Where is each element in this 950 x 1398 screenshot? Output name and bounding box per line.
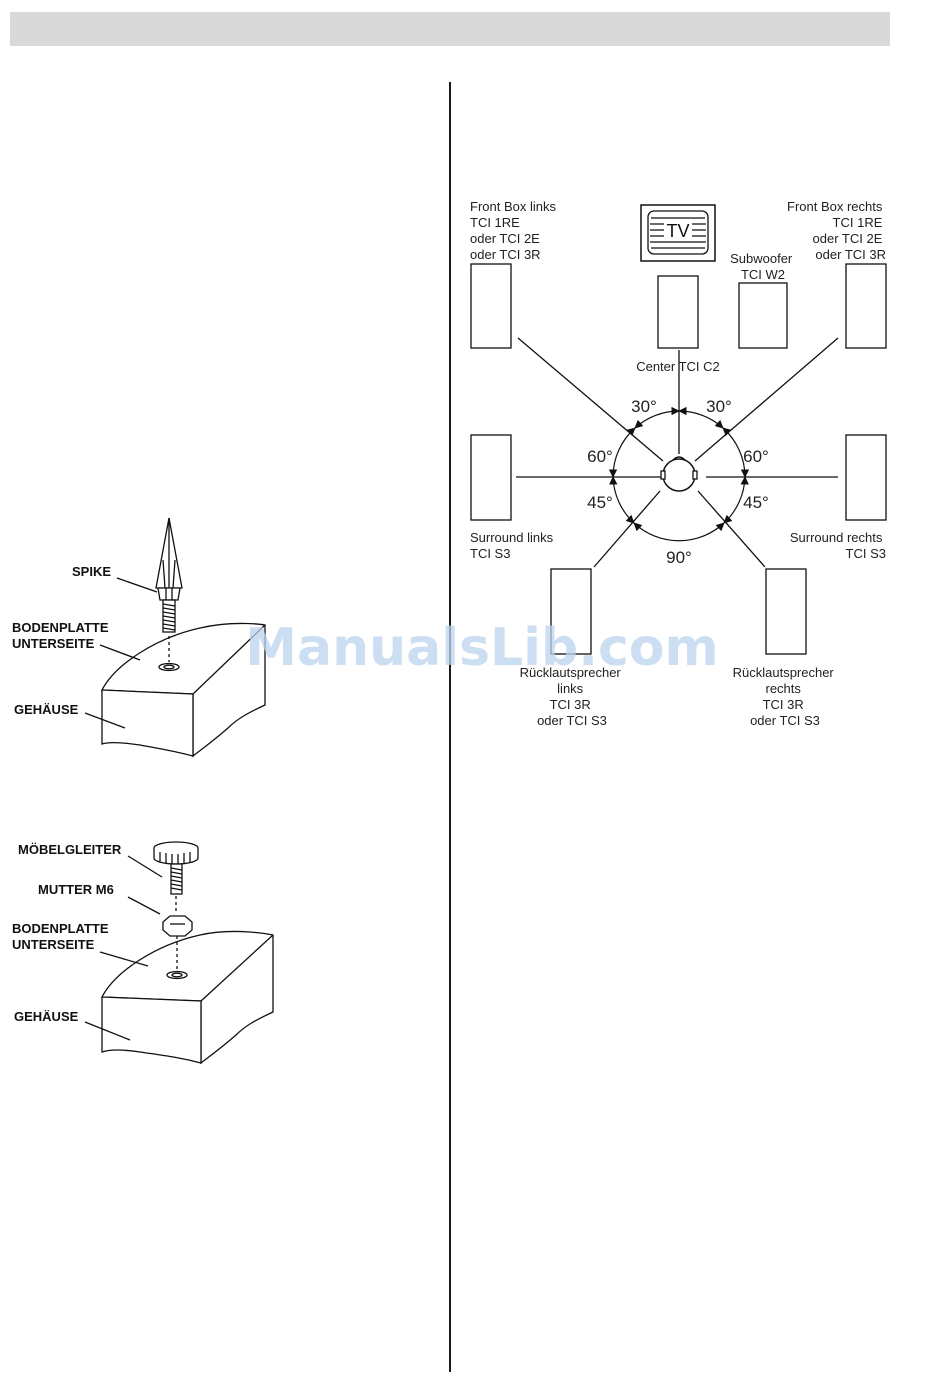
angle-arcs (608, 406, 750, 542)
spike-figure (84, 517, 266, 758)
watermark: ManualsLib.com (245, 618, 718, 678)
spike-housing-label: GEHÄUSE (14, 702, 79, 717)
angle-side-right: 60° (743, 447, 769, 466)
spike-bottom-plate-label: BODENPLATTE UNTERSEITE (12, 620, 112, 651)
front-left-speaker (470, 263, 512, 349)
surround-left-label: Surround links TCI S3 (470, 530, 557, 561)
angle-rear-right: 45° (743, 493, 769, 512)
tv-label: TV (666, 221, 689, 241)
column-divider (449, 82, 451, 1372)
header-bar (10, 12, 890, 46)
surround-right-label: Surround rechts TCI S3 (790, 530, 886, 561)
rear-left-label: Rücklautsprecher links TCI 3R oder TCI S… (520, 665, 625, 728)
rear-right-speaker (765, 568, 807, 655)
glider-label: MÖBELGLEITER (18, 842, 122, 857)
center-label: Center TCI C2 (636, 359, 720, 374)
angle-front-right: 30° (706, 397, 732, 416)
glider-figure (84, 841, 274, 1065)
listener-head-icon (660, 456, 698, 492)
angle-rear-left: 45° (587, 493, 613, 512)
subwoofer-label: Subwoofer TCI W2 (730, 251, 796, 282)
surround-right-speaker (845, 434, 887, 521)
rear-right-label: Rücklautsprecher rechts TCI 3R oder TCI … (733, 665, 838, 728)
spike-label: SPIKE (72, 564, 111, 579)
front-left-label: Front Box links TCI 1RE oder TCI 2E oder… (470, 199, 560, 262)
speaker-layout-diagram (470, 204, 887, 655)
subwoofer (738, 282, 788, 349)
angle-side-left: 60° (587, 447, 613, 466)
glider-housing-label: GEHÄUSE (14, 1009, 79, 1024)
glider-bottom-plate-label: BODENPLATTE UNTERSEITE (12, 921, 112, 952)
nut-label: MUTTER M6 (38, 882, 114, 897)
surround-left-speaker (470, 434, 512, 521)
angle-front-left: 30° (631, 397, 657, 416)
front-right-speaker (845, 263, 887, 349)
rear-left-speaker (550, 568, 592, 655)
center-speaker (657, 275, 699, 349)
front-right-label: Front Box rechts TCI 1RE oder TCI 2E ode… (787, 199, 886, 262)
tv-icon (640, 204, 716, 262)
angle-rear: 90° (666, 548, 692, 567)
